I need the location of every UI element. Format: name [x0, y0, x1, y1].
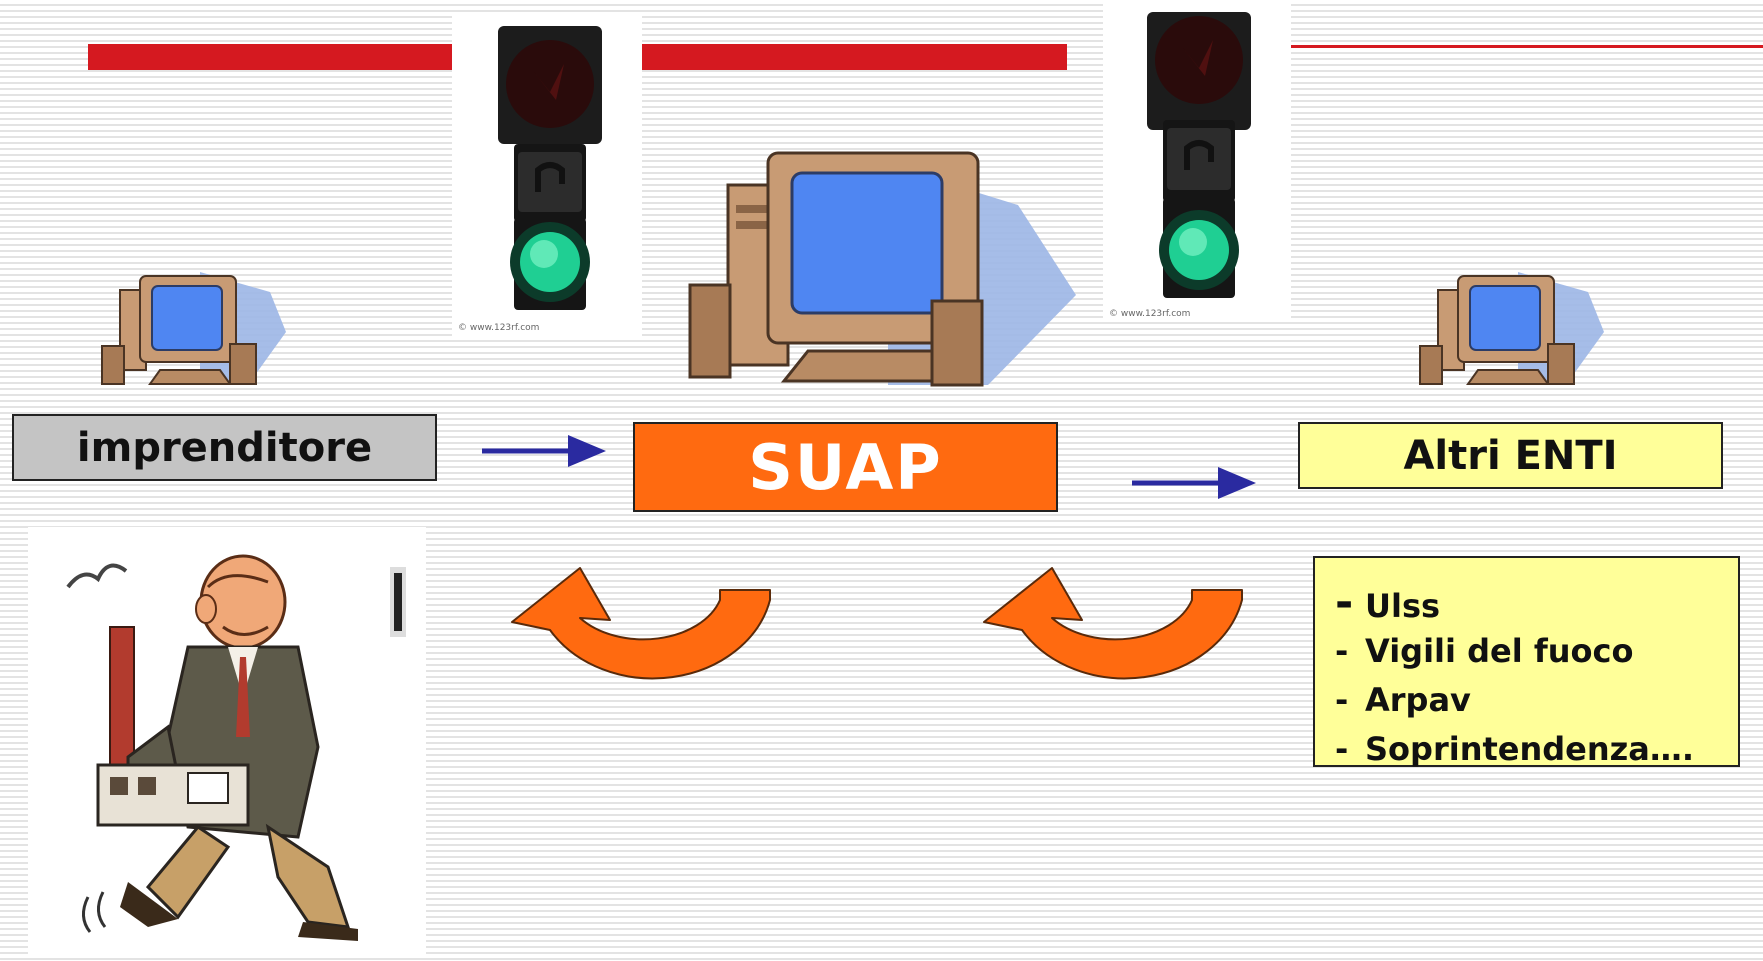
traffic-light-credit: © www.123rf.com — [1109, 309, 1190, 319]
node-altri-enti: Altri ENTI — [1298, 422, 1723, 489]
businessman-illustration — [28, 527, 426, 957]
arrow-right-icon — [482, 435, 606, 467]
traffic-light-icon: © www.123rf.com — [1109, 12, 1251, 319]
traffic-light-icon: © www.123rf.com — [458, 26, 602, 333]
enti-list-label: Arpav — [1365, 681, 1471, 719]
enti-list-label: Vigili del fuoco — [1365, 632, 1634, 670]
businessman-with-factory-illustration-icon — [66, 554, 406, 941]
enti-list-label: Ulss — [1365, 587, 1441, 625]
enti-list-item: -Soprintendenza…. — [1335, 725, 1738, 774]
computer-icon-altri-enti — [1419, 272, 1604, 385]
arrow-right-icon — [1132, 467, 1256, 499]
node-suap: SUAP — [633, 422, 1058, 512]
list-dash: - — [1335, 730, 1349, 768]
top-rule-right — [1290, 45, 1763, 48]
list-dash: - — [1335, 577, 1354, 628]
return-loop-arrow-icon — [511, 567, 771, 680]
return-loop-arrow-icon — [983, 567, 1243, 680]
node-imprenditore-label: imprenditore — [76, 424, 373, 471]
enti-list-item: -Arpav — [1335, 676, 1738, 725]
traffic-light-credit: © www.123rf.com — [458, 323, 539, 333]
computer-icon-suap — [688, 151, 1076, 387]
top-rule-left — [88, 44, 454, 70]
enti-list: -Ulss -Vigili del fuoco -Arpav -Soprinte… — [1313, 556, 1740, 768]
node-imprenditore: imprenditore — [12, 414, 437, 481]
top-rule-center — [641, 44, 1067, 70]
list-dash: - — [1335, 632, 1349, 670]
enti-list-item: -Ulss — [1335, 578, 1738, 627]
enti-list-item: -Vigili del fuoco — [1335, 627, 1738, 676]
computer-icon-imprenditore — [101, 272, 286, 385]
list-dash: - — [1335, 681, 1349, 719]
traffic-light-right: © www.123rf.com — [1103, 0, 1291, 322]
node-suap-label: SUAP — [748, 430, 943, 504]
traffic-light-left: © www.123rf.com — [452, 14, 642, 336]
node-altri-enti-label: Altri ENTI — [1403, 432, 1618, 479]
enti-list-label: Soprintendenza…. — [1365, 730, 1695, 768]
